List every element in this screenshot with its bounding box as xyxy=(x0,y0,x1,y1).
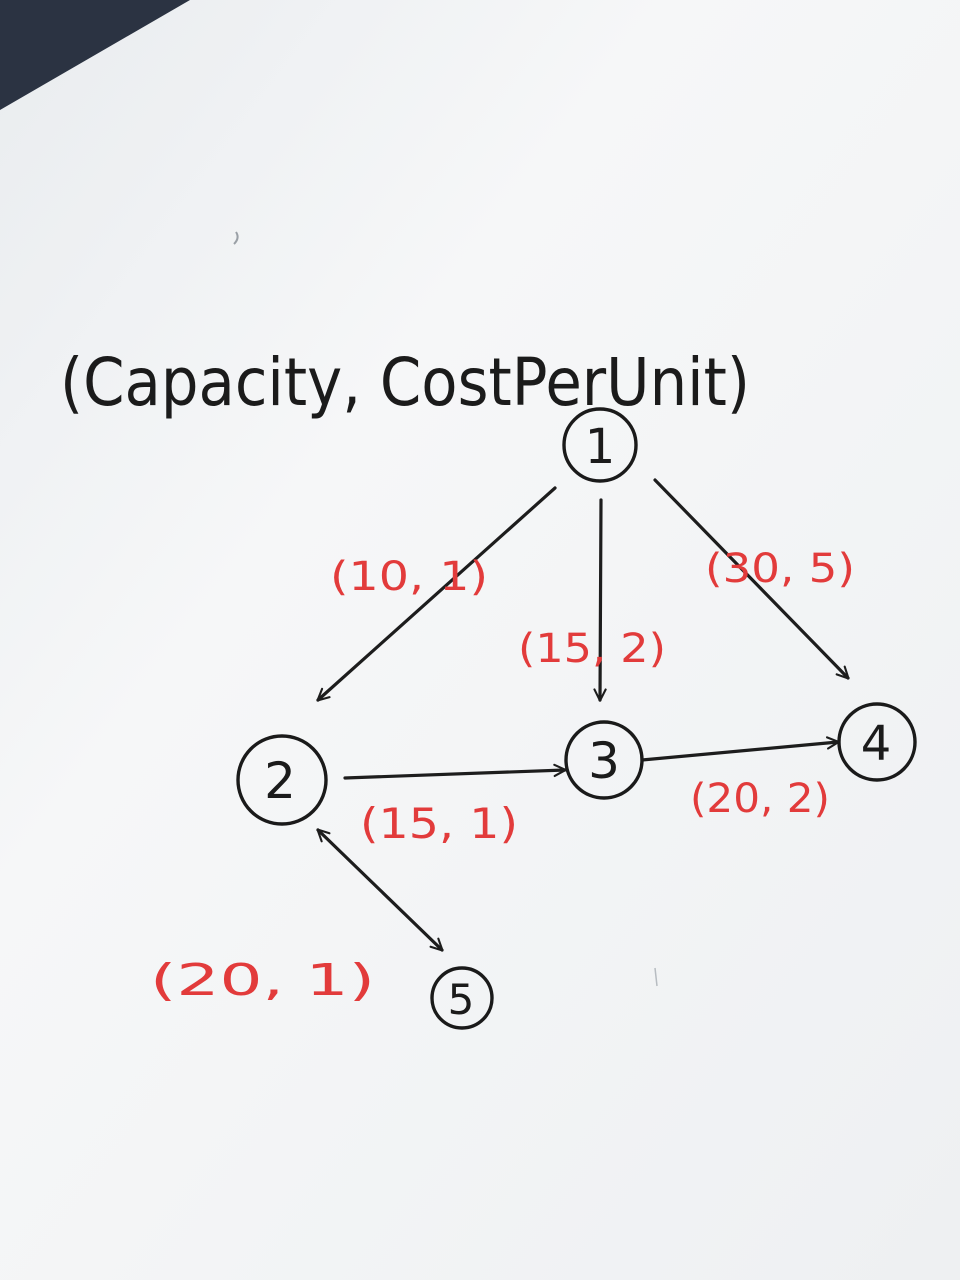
edge-1-3 xyxy=(593,498,607,702)
node-5: 5 xyxy=(430,966,494,1030)
node-5-label: 5 xyxy=(448,975,475,1024)
edge-1-4 xyxy=(653,478,850,680)
node-2: 2 xyxy=(236,734,328,826)
node-5-circle xyxy=(430,966,494,1030)
edge-2-5-label: (20, 1) xyxy=(150,955,375,1006)
edge-2-3 xyxy=(343,763,567,780)
edge-1-2 xyxy=(316,486,557,702)
node-4-circle xyxy=(837,702,917,782)
node-1-circle xyxy=(562,407,638,483)
node-4: 4 xyxy=(837,702,917,782)
edge-1-3-label: (15, 2) xyxy=(518,626,666,672)
edge-2-5 xyxy=(316,828,444,952)
edge-3-4 xyxy=(640,736,840,762)
node-3-circle xyxy=(564,720,644,800)
paper-mark xyxy=(654,967,658,987)
edge-2-3-label: (15, 1) xyxy=(360,799,518,848)
node-3-label: 3 xyxy=(588,732,620,790)
legend-text: (Capacity, CostPerUnit) xyxy=(60,344,750,421)
node-1: 1 xyxy=(562,407,638,483)
node-2-circle xyxy=(236,734,328,826)
edge-1-4-label: (30, 5) xyxy=(705,546,855,592)
node-2-label: 2 xyxy=(264,752,296,810)
edge-1-2-label: (10, 1) xyxy=(330,554,488,600)
node-4-label: 4 xyxy=(861,716,892,772)
node-3: 3 xyxy=(564,720,644,800)
edge-3-4-label: (20, 2) xyxy=(690,776,830,822)
node-1-label: 1 xyxy=(585,419,616,475)
paper-mark xyxy=(233,231,239,245)
edge-layer xyxy=(316,478,850,952)
